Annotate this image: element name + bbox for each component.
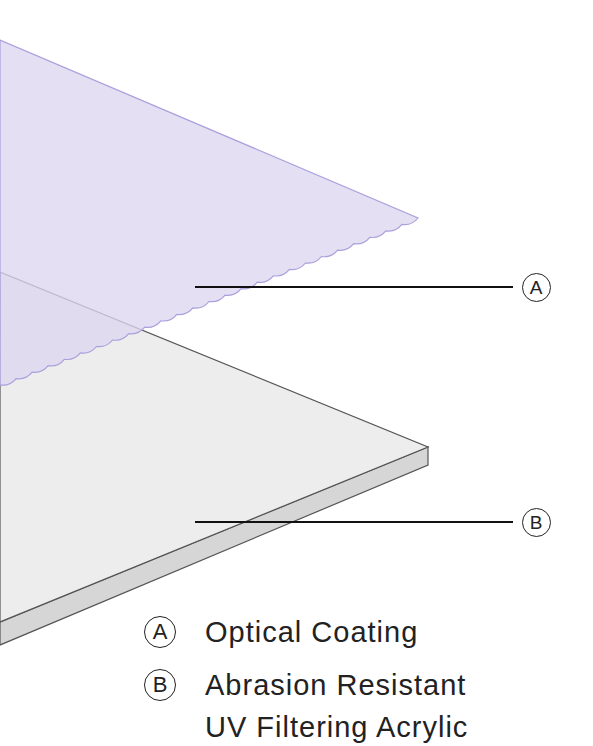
leader-line: [195, 286, 513, 288]
callout-circle: A: [144, 616, 176, 648]
callout-circle: B: [522, 508, 551, 537]
callout-circle: A: [522, 273, 551, 302]
callout-letter: A: [153, 621, 168, 643]
callout-letter: B: [530, 513, 543, 532]
leader-line: [195, 521, 513, 523]
legend-text: Optical Coating: [205, 611, 565, 653]
callout-letter: B: [153, 674, 168, 696]
callout-letter: A: [530, 278, 543, 297]
legend-text: Abrasion Resistant UV Filtering Acrylic: [205, 664, 473, 746]
callout-circle: B: [144, 669, 176, 701]
optical-coating-sheet: [0, 40, 418, 385]
